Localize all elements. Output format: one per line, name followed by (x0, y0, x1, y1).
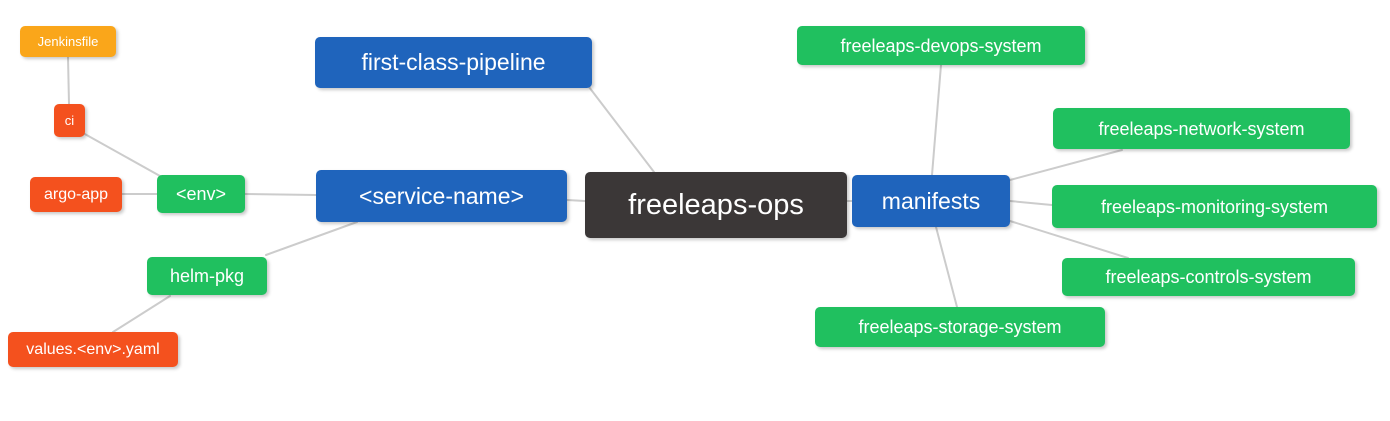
edge-first-class-pipeline-to-freeleaps-ops (588, 86, 655, 173)
edge-manifests-to-freeleaps-storage-system (935, 226, 958, 308)
node-first-class-pipeline[interactable]: first-class-pipeline (315, 37, 592, 88)
node-freeleaps-ops[interactable]: freeleaps-ops (585, 172, 847, 238)
node-manifests[interactable]: manifests (852, 175, 1010, 227)
node-freeleaps-controls-system[interactable]: freeleaps-controls-system (1062, 258, 1355, 296)
node-values-env-yaml[interactable]: values.<env>.yaml (8, 332, 178, 367)
node-jenkinsfile[interactable]: Jenkinsfile (20, 26, 116, 57)
edge-jenkinsfile-to-ci (67, 56, 70, 105)
edge-manifests-to-freeleaps-monitoring-system (1009, 200, 1053, 206)
node-freeleaps-storage-system[interactable]: freeleaps-storage-system (815, 307, 1105, 347)
edge-service-name-to-freeleaps-ops (566, 199, 586, 202)
edge-helm-pkg-to-service-name (265, 221, 358, 256)
edge-manifests-to-freeleaps-network-system (1009, 149, 1123, 181)
node-freeleaps-monitoring-system[interactable]: freeleaps-monitoring-system (1052, 185, 1377, 228)
edge-manifests-to-freeleaps-devops-system (931, 64, 942, 176)
edge-env-to-service-name (244, 193, 317, 196)
edge-manifests-to-freeleaps-controls-system (1009, 220, 1129, 259)
edge-ci-to-env (82, 132, 161, 177)
edge-values-env-yaml-to-helm-pkg (112, 295, 171, 333)
node-freeleaps-network-system[interactable]: freeleaps-network-system (1053, 108, 1350, 149)
node-ci[interactable]: ci (54, 104, 85, 137)
node-argo-app[interactable]: argo-app (30, 177, 122, 212)
node-env[interactable]: <env> (157, 175, 245, 213)
node-service-name[interactable]: <service-name> (316, 170, 567, 222)
node-freeleaps-devops-system[interactable]: freeleaps-devops-system (797, 26, 1085, 65)
node-helm-pkg[interactable]: helm-pkg (147, 257, 267, 295)
